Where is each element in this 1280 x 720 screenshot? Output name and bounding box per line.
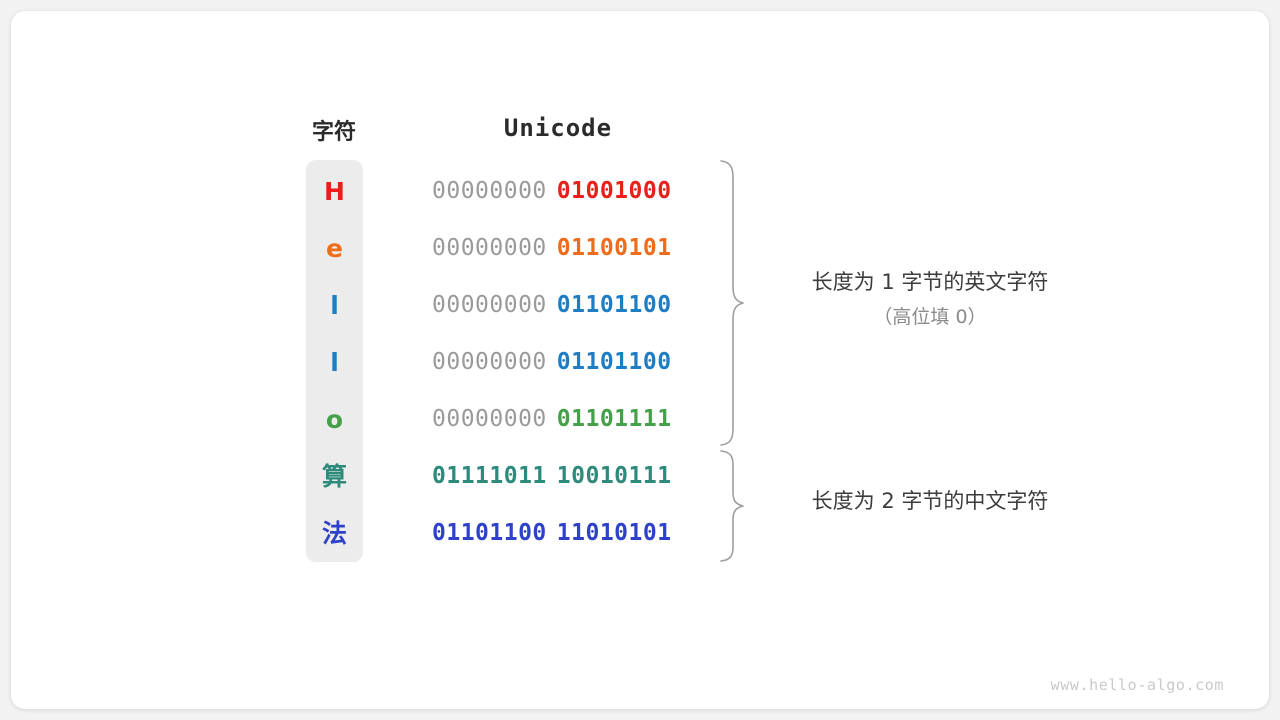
binary-row-0: 00000000 01001000 bbox=[432, 163, 684, 220]
binary-low-byte-2: 01101100 bbox=[556, 292, 672, 318]
binary-row-4: 00000000 01101111 bbox=[432, 391, 684, 448]
binary-high-byte-0: 00000000 bbox=[432, 178, 547, 204]
char-cell-2: l bbox=[306, 277, 363, 334]
binary-high-byte-5: 01111011 bbox=[432, 463, 547, 489]
binary-high-byte-1: 00000000 bbox=[432, 235, 547, 261]
annotation-double-byte: 长度为 2 字节的中文字符 bbox=[760, 483, 1100, 519]
binary-low-byte-6: 11010101 bbox=[556, 520, 672, 546]
char-cell-3: l bbox=[306, 334, 363, 391]
binary-row-5: 01111011 10010111 bbox=[432, 448, 684, 505]
char-cell-0: H bbox=[306, 163, 363, 220]
char-cell-5: 算 bbox=[306, 448, 363, 505]
binary-low-byte-1: 01100101 bbox=[556, 235, 672, 261]
binary-low-byte-0: 01001000 bbox=[556, 178, 672, 204]
char-glyph-3: l bbox=[330, 348, 339, 377]
binary-row-3: 00000000 01101100 bbox=[432, 334, 684, 391]
char-glyph-4: o bbox=[325, 405, 344, 434]
column-header-unicode: Unicode bbox=[503, 114, 613, 142]
binary-row-2: 00000000 01101100 bbox=[432, 277, 684, 334]
watermark: www.hello-algo.com bbox=[1050, 676, 1224, 694]
annotation-single-byte-sub: （高位填 0） bbox=[873, 306, 987, 328]
char-cell-1: e bbox=[306, 220, 363, 277]
char-glyph-0: H bbox=[324, 177, 345, 206]
char-glyph-2: l bbox=[330, 291, 339, 320]
binary-high-byte-3: 00000000 bbox=[432, 349, 547, 375]
char-cell-4: o bbox=[306, 391, 363, 448]
character-column-background bbox=[306, 160, 363, 562]
char-glyph-5: 算 bbox=[321, 462, 347, 491]
char-glyph-6: 法 bbox=[321, 519, 347, 548]
binary-low-byte-3: 01101100 bbox=[556, 349, 672, 375]
brace-double-byte-group bbox=[720, 450, 744, 562]
annotation-single-byte: 长度为 1 字节的英文字符 （高位填 0） bbox=[760, 264, 1100, 334]
annotation-single-byte-main: 长度为 1 字节的英文字符 bbox=[811, 270, 1049, 294]
binary-low-byte-5: 10010111 bbox=[556, 463, 672, 489]
binary-high-byte-2: 00000000 bbox=[432, 292, 547, 318]
binary-high-byte-6: 01101100 bbox=[432, 520, 547, 546]
binary-row-6: 01101100 11010101 bbox=[432, 505, 684, 562]
binary-high-byte-4: 00000000 bbox=[432, 406, 547, 432]
char-cell-6: 法 bbox=[306, 505, 363, 562]
brace-single-byte-group bbox=[720, 160, 744, 446]
figure-card bbox=[11, 11, 1269, 709]
annotation-double-byte-main: 长度为 2 字节的中文字符 bbox=[811, 489, 1049, 513]
column-header-char: 字符 bbox=[311, 119, 356, 144]
binary-low-byte-4: 01101111 bbox=[556, 406, 672, 432]
binary-row-1: 00000000 01100101 bbox=[432, 220, 684, 277]
char-glyph-1: e bbox=[326, 234, 343, 263]
